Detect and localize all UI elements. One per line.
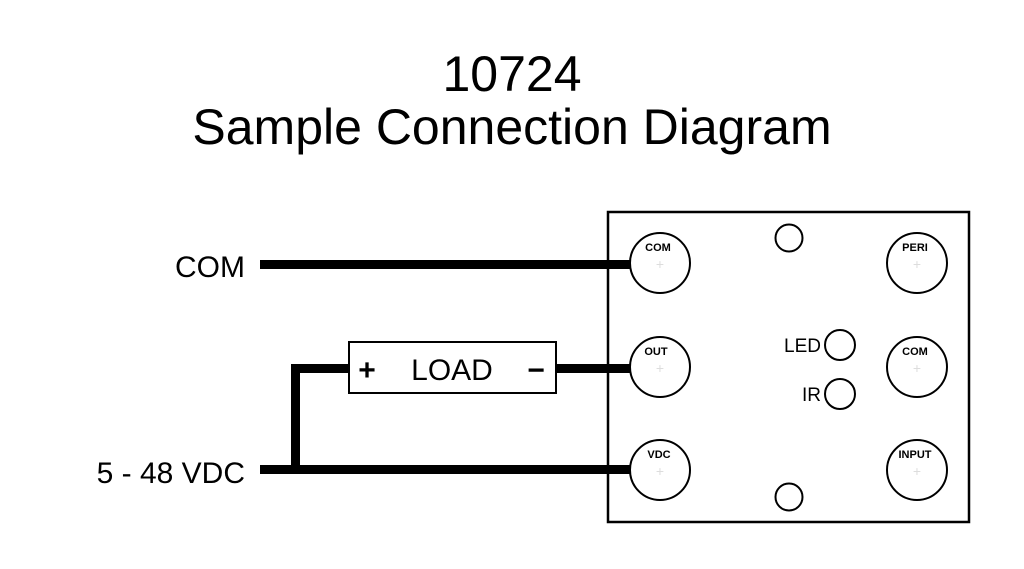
terminal-label: PERI xyxy=(902,242,928,254)
com-wire-label: COM xyxy=(175,251,245,284)
part-number-title: 10724 xyxy=(442,46,582,102)
supply-wire-label: 5 - 48 VDC xyxy=(97,457,245,490)
load-component: + LOAD − xyxy=(348,341,557,394)
terminal-screw xyxy=(886,336,948,398)
led-indicator xyxy=(824,329,856,361)
terminal-label: COM xyxy=(645,242,671,254)
terminal-label: OUT xyxy=(644,346,668,358)
branch-wire-vertical xyxy=(291,364,300,472)
terminal-screw xyxy=(886,439,948,501)
diagram-subtitle: Sample Connection Diagram xyxy=(192,99,832,155)
ir-label: IR xyxy=(802,385,821,406)
branch-wire-to-load xyxy=(291,364,349,373)
terminal-screw xyxy=(629,232,691,294)
terminal-label: VDC xyxy=(647,449,670,461)
terminal-label: COM xyxy=(902,346,928,358)
load-label: LOAD xyxy=(411,354,493,387)
terminal-com-right: + COM xyxy=(886,336,948,398)
led-label: LED xyxy=(784,336,821,357)
screw-plus-icon: + xyxy=(656,256,664,272)
terminal-screw xyxy=(629,439,691,501)
terminal-peri: + PERI xyxy=(886,232,948,294)
load-box xyxy=(348,341,557,394)
screw-plus-icon: + xyxy=(656,360,664,376)
mounting-hole-top xyxy=(774,223,804,253)
terminal-input: + INPUT xyxy=(886,439,948,501)
terminal-com-left: + COM xyxy=(629,232,691,294)
supply-wire xyxy=(260,465,632,474)
screw-plus-icon: + xyxy=(913,463,921,479)
load-plus-sign: + xyxy=(358,354,376,387)
terminal-screw xyxy=(629,336,691,398)
com-wire xyxy=(260,260,632,269)
terminal-label: INPUT xyxy=(899,449,932,461)
screw-plus-icon: + xyxy=(656,463,664,479)
terminal-screw xyxy=(886,232,948,294)
load-to-out-wire xyxy=(556,364,632,373)
terminal-vdc: + VDC xyxy=(629,439,691,501)
ir-indicator xyxy=(824,378,856,410)
mounting-hole-bottom xyxy=(774,482,804,512)
load-minus-sign: − xyxy=(527,354,545,387)
screw-plus-icon: + xyxy=(913,360,921,376)
screw-plus-icon: + xyxy=(913,256,921,272)
terminal-out: + OUT xyxy=(629,336,691,398)
module-board xyxy=(606,210,971,524)
